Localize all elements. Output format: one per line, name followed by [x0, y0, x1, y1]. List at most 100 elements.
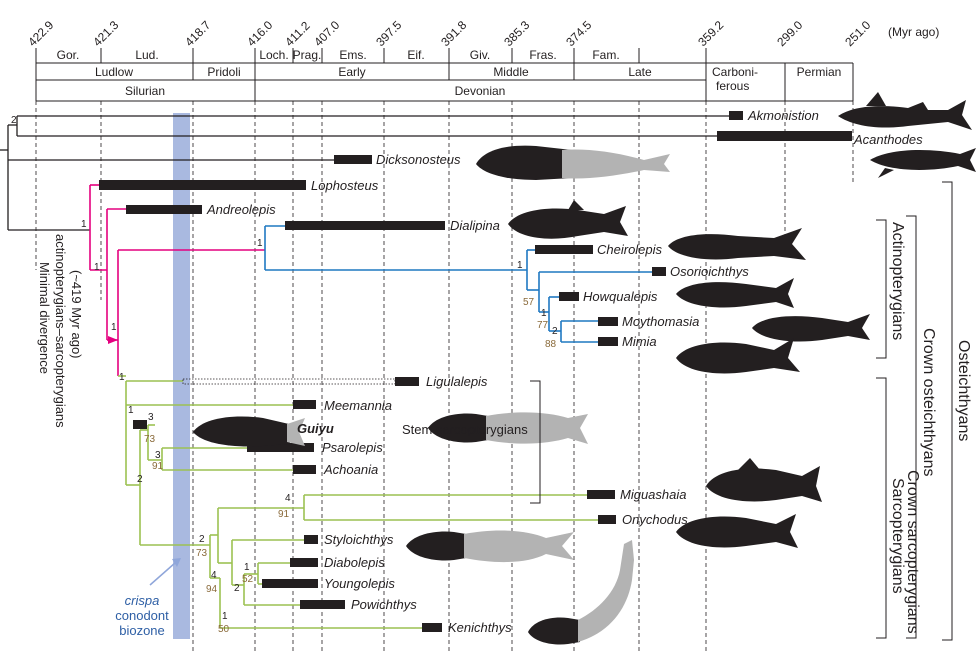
- age-label: 407.0: [311, 18, 342, 49]
- age-label: 374.5: [563, 18, 594, 49]
- range-bar: [126, 205, 202, 214]
- taxon-label: Styloichthys: [324, 532, 394, 547]
- taxon-label: Achoania: [323, 462, 378, 477]
- taxon-label: Kenichthys: [448, 620, 512, 635]
- range-bar: [598, 337, 618, 346]
- range-bar: [293, 400, 316, 409]
- taxon-label: Guiyu: [297, 421, 334, 436]
- divergence-label: actinopterygians–sarcopterygians: [53, 234, 68, 428]
- stage-label: Loch.: [259, 48, 288, 62]
- stem-sarcopterygians-label: Stem sarcopterygians: [402, 422, 528, 437]
- node-support: 1: [257, 238, 263, 249]
- stage-label: Gor.: [57, 48, 80, 62]
- taxon-label: Ligulalepis: [426, 374, 488, 389]
- taxon-label: Acanthodes: [853, 132, 923, 147]
- epoch-label: Carboni-: [712, 65, 758, 79]
- node-support: 1: [541, 308, 547, 319]
- node-support: 2: [137, 474, 143, 485]
- biozone-label-line: crispa: [125, 593, 160, 608]
- range-bar: [652, 267, 666, 276]
- age-label: 359.2: [695, 18, 726, 49]
- akmonistion-silhouette: [838, 92, 972, 130]
- epoch-label: Permian: [797, 65, 842, 79]
- node-support: 2: [199, 534, 205, 545]
- taxon-label: Lophosteus: [311, 178, 379, 193]
- node-support: 1: [517, 260, 523, 271]
- age-label: 418.7: [182, 18, 213, 49]
- epoch-label: Late: [628, 65, 652, 79]
- node-support: 2: [552, 326, 558, 337]
- stage-label: Fras.: [529, 48, 556, 62]
- divergence-label: (~419 Myr ago): [69, 270, 84, 359]
- taxon-label: Psarolepis: [322, 440, 383, 455]
- range-bar: [285, 221, 445, 230]
- divergence-annotation: Minimal divergence actinopterygians–sarc…: [37, 234, 84, 428]
- guiyu-silhouette: [193, 417, 305, 447]
- stage-label: Ems.: [339, 48, 366, 62]
- ligulalepis-dotted-range: [183, 379, 395, 384]
- taxon-label: Diabolepis: [324, 555, 385, 570]
- range-bar: [422, 623, 442, 632]
- group-label: Crown osteichthyans: [920, 328, 937, 477]
- node-support: 4: [211, 570, 217, 581]
- divergence-label: Minimal divergence: [37, 262, 52, 374]
- taxon-label: Akmonistion: [747, 108, 819, 123]
- node-support: 73: [144, 434, 156, 445]
- epoch-label: Middle: [493, 65, 529, 79]
- node-support: 1: [119, 372, 125, 383]
- epoch-label: Pridoli: [207, 65, 240, 79]
- stage-label: Fam.: [592, 48, 619, 62]
- stage-label: Lud.: [135, 48, 158, 62]
- node-support: 2: [11, 115, 17, 126]
- age-label: 411.2: [282, 18, 313, 49]
- miguashaia-silhouette: [706, 458, 822, 502]
- taxon-label: Dialipina: [450, 218, 500, 233]
- node-support: 91: [152, 461, 164, 472]
- group-label: Actinopterygians: [889, 222, 906, 340]
- group-label: Osteichthyans: [955, 340, 972, 441]
- age-label: 416.0: [244, 18, 275, 49]
- range-bar: [262, 579, 318, 588]
- node-support: 3: [155, 450, 161, 461]
- epoch-label: Early: [338, 65, 365, 79]
- kenichthys-silhouette: [528, 540, 634, 645]
- range-bar: [304, 535, 318, 544]
- age-label: 251.0: [842, 18, 873, 49]
- taxon-label: Dicksonosteus: [376, 152, 461, 167]
- node-support: 52: [242, 574, 254, 585]
- age-label: 422.9: [25, 18, 56, 49]
- age-label: 385.3: [501, 18, 532, 49]
- epoch-label: Ludlow: [95, 65, 133, 79]
- divergence-arrow: [108, 336, 118, 344]
- taxon-label: Powichthys: [351, 597, 417, 612]
- range-bar: [717, 131, 852, 141]
- dialipina-silhouette: [508, 200, 628, 239]
- age-label: 391.8: [438, 18, 469, 49]
- group-label: Crown sarcopterygians: [904, 470, 921, 634]
- period-label: Devonian: [455, 84, 506, 98]
- node-support: 1: [128, 405, 134, 416]
- range-bar: [598, 515, 616, 524]
- group-labels: Actinopterygians Crown osteichthyans Ost…: [889, 222, 972, 634]
- biozone-label-line: conodont: [115, 608, 169, 623]
- node-support: 57: [523, 297, 535, 308]
- range-bar: [334, 155, 372, 164]
- node-support: 50: [218, 624, 230, 635]
- age-label: 299.0: [774, 18, 805, 49]
- node-support: 77: [537, 320, 549, 331]
- stage-label: Eif.: [407, 48, 424, 62]
- period-labels: Silurian Devonian: [125, 84, 505, 98]
- styloichthys-silhouette: [406, 531, 574, 563]
- acanthodes-silhouette: [870, 148, 976, 178]
- range-bar: [99, 180, 306, 190]
- taxon-label: Youngolepis: [324, 576, 395, 591]
- taxon-label: Andreolepis: [206, 202, 276, 217]
- age-label: 397.5: [373, 18, 404, 49]
- range-bar: [587, 490, 615, 499]
- stage-label: Prag.: [293, 48, 322, 62]
- node-support: 1: [222, 611, 228, 622]
- time-unit-label: (Myr ago): [888, 25, 939, 39]
- node-support: 4: [285, 493, 291, 504]
- node-support: 1: [94, 262, 100, 273]
